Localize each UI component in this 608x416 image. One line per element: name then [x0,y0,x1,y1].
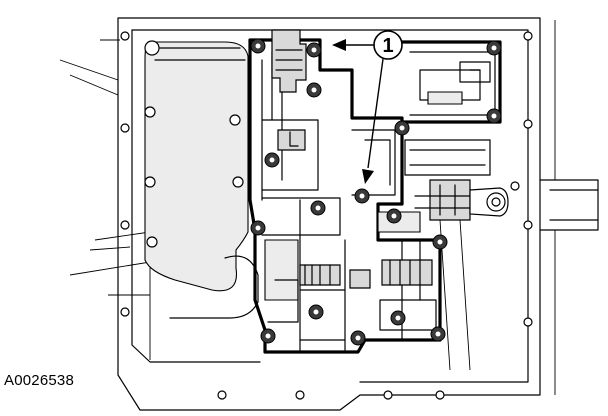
callout-1-label: 1 [382,35,393,57]
oil-pan-gasket-area [144,40,259,319]
callout-1-arrow-bottom [362,169,374,184]
figure-reference-id: A0026538 [4,372,75,389]
callout-1-leader-bottom [367,58,384,169]
callout-1: 1 [332,30,403,184]
case-perimeter-bolts [120,31,533,400]
valve-body-bolts [250,38,502,346]
case-outline [59,17,599,411]
callout-1-arrow-top [332,39,346,51]
valve-body [248,29,509,371]
